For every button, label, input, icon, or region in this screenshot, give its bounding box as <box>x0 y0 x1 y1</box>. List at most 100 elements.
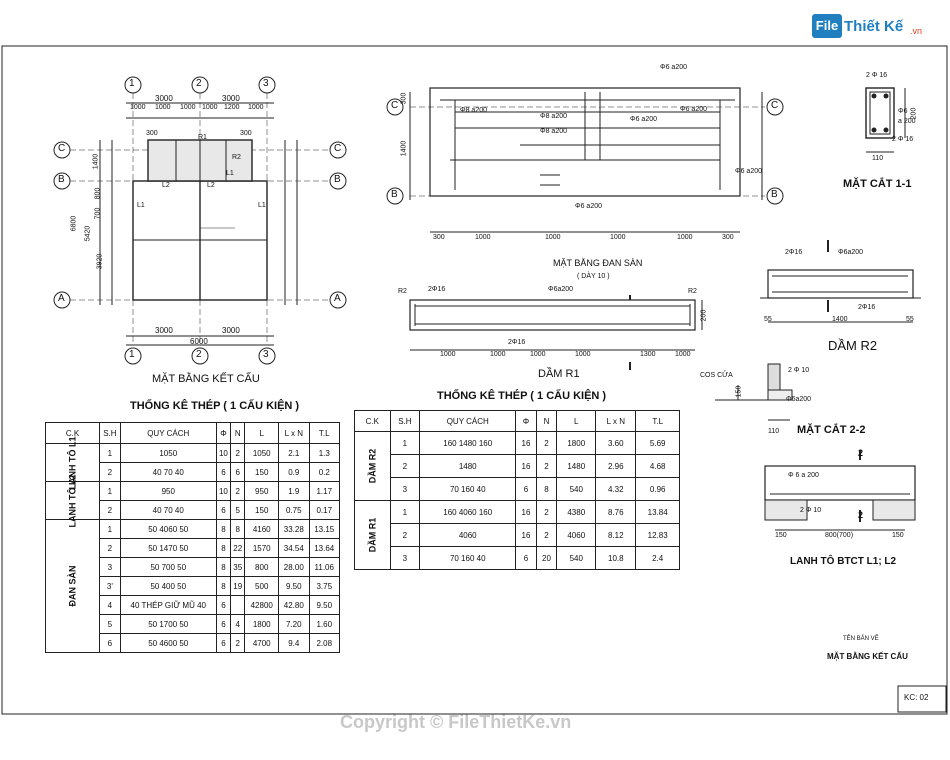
cell-lxn: 0.9 <box>278 462 310 482</box>
cell-n: 6 <box>230 462 246 482</box>
section-1-1-drawing <box>865 87 906 153</box>
column-header: QUY CÁCH <box>119 422 217 444</box>
cell-lxn: 9.50 <box>278 576 310 596</box>
cell-l: 540 <box>556 477 597 501</box>
rebar-label: 2 Φ 16 <box>866 72 888 79</box>
rebar-label: Φ6a200 <box>786 396 812 403</box>
group-name-cell: DẦM R2 <box>354 431 391 501</box>
dim-text: 800(700) <box>825 532 854 539</box>
cell-l: 1800 <box>556 431 597 455</box>
cell-spec: 1480 <box>419 454 517 478</box>
dim-text: 800 <box>94 187 102 200</box>
column-header: L x N <box>595 410 637 432</box>
cell-sh: 2 <box>99 538 121 558</box>
rebar-label: Φ6a200 <box>548 286 574 293</box>
cut-mark: 2 <box>858 510 864 520</box>
column-header: QUY CÁCH <box>419 410 517 432</box>
slab-plan-title: MẶT BẰNG ĐAN SÀN <box>553 258 643 268</box>
cell-tl: 13.84 <box>635 500 680 524</box>
cell-spec: 50 700 50 <box>119 557 217 577</box>
cell-phi: 6 <box>515 477 537 501</box>
cell-l: 1480 <box>556 454 597 478</box>
cell-n: 2 <box>535 431 558 455</box>
axis-label: C <box>58 143 66 154</box>
axis-label: A <box>334 293 341 304</box>
group-name-cell: LANH TÔ L1 <box>45 436 100 489</box>
site-logo[interactable]: File Thiết Kế .vn <box>812 8 922 42</box>
cell-spec: 50 400 50 <box>119 576 217 596</box>
plan-title: MẶT BẰNG KẾT CẤU <box>152 373 260 385</box>
cell-l: 42800 <box>244 595 280 615</box>
cell-spec: 50 1700 50 <box>119 614 217 634</box>
slab-thickness: ( DÀY 10 ) <box>577 273 610 280</box>
dim-text: 150 <box>775 532 787 539</box>
beam-r2-drawing <box>760 240 921 323</box>
cell-lxn: 8.76 <box>595 500 637 524</box>
cell-l: 500 <box>244 576 280 596</box>
dim-text: 1000 <box>530 351 546 358</box>
axis-label: B <box>58 174 65 185</box>
cell-lxn: 1.9 <box>278 481 310 501</box>
cell-phi: 8 <box>215 557 232 577</box>
structural-plan <box>53 76 347 365</box>
cell-n: 8 <box>230 519 246 539</box>
rebar-label: Φ6 a200 <box>660 64 687 71</box>
beam-r2-title: DẦM R2 <box>828 338 878 353</box>
cell-phi: 6 <box>215 614 232 634</box>
rebar-label: Φ8 a200 <box>540 113 567 120</box>
dim-text: 1200 <box>224 104 240 111</box>
group-name: DẦM R2 <box>367 448 378 484</box>
cell-phi: 10 <box>215 443 232 463</box>
cell-tl: 5.69 <box>635 431 680 455</box>
dim-text: 300 <box>146 130 158 137</box>
dim-text: 110 <box>768 428 780 435</box>
axis-label: B <box>391 189 398 200</box>
axis-label: 2 <box>196 78 202 89</box>
cell-tl: 2.4 <box>635 546 680 570</box>
beam-tag: R2 <box>398 288 407 295</box>
cell-sh: 1 <box>389 500 421 524</box>
cell-l: 150 <box>244 462 280 482</box>
cell-lxn: 28.00 <box>278 557 310 577</box>
cell-tl: 0.2 <box>308 462 340 482</box>
dim-text: 1000 <box>248 104 264 111</box>
dim-text: 1000 <box>575 351 591 358</box>
cell-lxn: 3.60 <box>595 431 637 455</box>
axis-label: 2 <box>196 349 202 360</box>
sheet-border <box>1 45 948 715</box>
lintel-tag: L1 <box>258 202 266 209</box>
rebar-label: Φ6 a200 <box>630 116 657 123</box>
axis-label: C <box>771 100 779 111</box>
cell-lxn: 2.96 <box>595 454 637 478</box>
rebar-label: Φ6 a200 <box>735 168 762 175</box>
rebar-label: a 200 <box>898 118 916 125</box>
cell-l: 4700 <box>244 633 280 653</box>
cos-label: COS CỬA <box>700 372 733 379</box>
logo-suffix: .vn <box>910 26 923 36</box>
cell-phi: 16 <box>515 454 537 478</box>
cell-n: 35 <box>230 557 246 577</box>
dim-text: 300 <box>433 234 445 241</box>
rebar-label: 2 Φ 16 <box>892 136 914 143</box>
cell-tl: 1.17 <box>308 481 340 501</box>
cell-tl: 1.3 <box>308 443 340 463</box>
dim-text: 6800 <box>70 215 78 232</box>
cell-sh: 1 <box>389 431 421 455</box>
drawing-name-label: TÊN BẢN VẼ <box>843 636 879 642</box>
column-header: L <box>244 422 280 444</box>
cell-spec: 40 70 40 <box>119 500 217 520</box>
rebar-label: 2Φ16 <box>785 249 803 256</box>
section-2-2-drawing <box>715 363 793 421</box>
column-header: S.H <box>389 410 421 432</box>
cell-sh: 1 <box>99 481 121 501</box>
cell-lxn: 8.12 <box>595 523 637 547</box>
dim-text: 110 <box>872 155 884 162</box>
column-header: C.K <box>354 410 391 432</box>
